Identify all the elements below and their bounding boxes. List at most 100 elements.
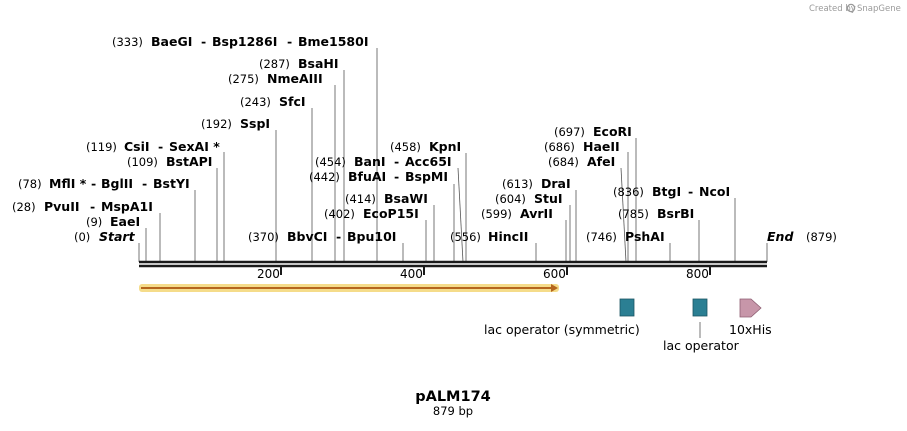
enzyme-name: EcoP15I — [363, 206, 419, 221]
enzyme-name: MflI * — [49, 176, 87, 191]
enzyme-name: PvuII — [44, 199, 80, 214]
scale-ticks: 200 400 600 800 — [257, 266, 711, 281]
site-position: (746) — [586, 230, 617, 244]
separator: - — [394, 154, 399, 169]
site-position: (243) — [240, 95, 271, 109]
tick-label: 400 — [400, 267, 423, 281]
feature-label: lac operator (symmetric) — [484, 322, 640, 337]
enzyme-name: BaeGI — [151, 34, 192, 49]
enzyme-name: StuI — [534, 191, 563, 206]
enzyme-name: Bme1580I — [298, 34, 368, 49]
enzyme-name: Acc65I — [405, 154, 452, 169]
credit-text: Created by — [809, 4, 856, 14]
tick-label: 600 — [543, 267, 566, 281]
site-position: (697) — [554, 125, 585, 139]
enzyme-name: PshAI — [625, 229, 665, 244]
enzyme-name: MspA1I — [101, 199, 153, 214]
feature-lac-operator[interactable]: lac operator — [663, 298, 740, 353]
site-label-454[interactable]: (454) BanI - Acc65I — [315, 154, 452, 169]
site-position: (442) — [309, 170, 340, 184]
site-label-414[interactable]: (414) BsaWI — [345, 191, 428, 206]
site-label-275[interactable]: (275) NmeAIII — [228, 71, 323, 86]
start-label: (0) Start — [74, 229, 136, 244]
site-position: (333) — [112, 35, 143, 49]
feature-lac-operator-symmetric[interactable]: lac operator (symmetric) — [484, 298, 640, 337]
plasmid-length: 879 bp — [433, 404, 473, 418]
site-label-192[interactable]: (192) SspI — [201, 116, 270, 131]
site-label-28[interactable]: (28) PvuII - MspA1I — [12, 199, 153, 214]
site-label-370[interactable]: (370) BbvCI - Bpu10I — [248, 229, 396, 244]
site-label-119[interactable]: (119) CsiI - SexAI * — [86, 139, 220, 154]
feature-10xhis[interactable]: 10xHis — [729, 298, 772, 337]
map-title-block: pALM174 879 bp — [415, 389, 491, 418]
enzyme-name: HaeII — [583, 139, 620, 154]
enzyme-name: AvrII — [520, 206, 553, 221]
credit-product: SnapGene — [857, 4, 901, 14]
enzyme-name: NmeAIII — [267, 71, 323, 86]
enzyme-name: BtgI — [652, 184, 681, 199]
site-position: (684) — [548, 155, 579, 169]
site-position: (109) — [127, 155, 158, 169]
snapgene-logo-icon — [846, 3, 856, 13]
tick-label: 800 — [686, 267, 709, 281]
site-position: (192) — [201, 117, 232, 131]
enzyme-name: SspI — [240, 116, 270, 131]
tick-label: 200 — [257, 267, 280, 281]
site-label-556[interactable]: (556) HincII — [450, 229, 528, 244]
site-label-785[interactable]: (785) BsrBI — [618, 206, 694, 221]
separator: - — [287, 34, 292, 49]
separator: - — [336, 229, 341, 244]
site-label-78[interactable]: (78) MflI * - BglII - BstYI — [18, 176, 190, 191]
site-position: (604) — [495, 192, 526, 206]
site-label-604[interactable]: (604) StuI — [495, 191, 563, 206]
site-label-287[interactable]: (287) BsaHI — [259, 56, 339, 71]
site-position: (556) — [450, 230, 481, 244]
site-position: (414) — [345, 192, 376, 206]
site-label-109[interactable]: (109) BstAPI — [127, 154, 212, 169]
site-label-9[interactable]: (9) EaeI — [86, 214, 140, 229]
site-label-599[interactable]: (599) AvrII — [481, 206, 553, 221]
start-position: (0) — [74, 230, 90, 244]
enzyme-name: BbvCI — [287, 229, 327, 244]
separator: - — [91, 176, 96, 191]
end-text: End — [767, 229, 794, 244]
enzyme-name: EaeI — [110, 214, 140, 229]
feature-label: lac operator — [663, 338, 740, 353]
site-label-686[interactable]: (686) HaeII — [544, 139, 620, 154]
site-position: (275) — [228, 72, 259, 86]
plasmid-name: pALM174 — [415, 389, 491, 405]
site-label-697[interactable]: (697) EcoRI — [554, 124, 632, 139]
site-label-402[interactable]: (402) EcoP15I — [324, 206, 419, 221]
enzyme-name: EcoRI — [593, 124, 632, 139]
his-tag-arrow-icon — [739, 298, 762, 318]
enzyme-name: BsaWI — [384, 191, 428, 206]
orf-arrow-head-icon — [551, 284, 558, 292]
site-position: (458) — [390, 140, 421, 154]
enzyme-name: BstYI — [153, 176, 190, 191]
separator: - — [158, 139, 163, 154]
site-label-684[interactable]: (684) AfeI — [548, 154, 615, 169]
site-position: (28) — [12, 200, 36, 214]
enzyme-name: DraI — [541, 176, 571, 191]
site-label-333[interactable]: (333) BaeGI - Bsp1286I - Bme1580I — [112, 34, 368, 49]
enzyme-name: NcoI — [699, 184, 730, 199]
site-label-613[interactable]: (613) DraI — [502, 176, 571, 191]
site-label-442[interactable]: (442) BfuAI - BspMI — [309, 169, 448, 184]
site-label-243[interactable]: (243) SfcI — [240, 94, 306, 109]
enzyme-name: CsiI — [124, 139, 150, 154]
orf-arrow[interactable] — [139, 284, 559, 292]
feature-label: 10xHis — [729, 322, 772, 337]
separator: - — [688, 184, 693, 199]
site-label-746[interactable]: (746) PshAI — [586, 229, 665, 244]
site-label-836[interactable]: (836) BtgI - NcoI — [613, 184, 730, 199]
site-position: (836) — [613, 185, 644, 199]
site-label-458[interactable]: (458) KpnI — [390, 139, 461, 154]
enzyme-name: BspMI — [405, 169, 448, 184]
site-position: (686) — [544, 140, 575, 154]
enzyme-name: BglII — [101, 176, 133, 191]
lac-operator-box — [692, 298, 708, 317]
start-text: Start — [99, 229, 136, 244]
enzyme-name: BsrBI — [657, 206, 694, 221]
end-label: End (879) — [767, 229, 837, 244]
